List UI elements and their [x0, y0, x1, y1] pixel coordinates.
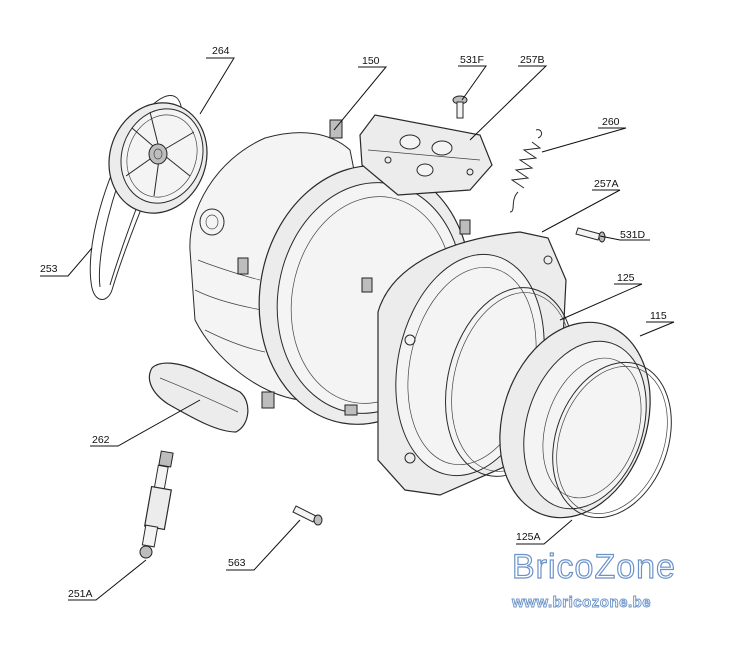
suspension-spring	[509, 129, 543, 213]
website-watermark: www.bricozone.be	[512, 594, 652, 612]
label-563: 563	[228, 557, 246, 569]
pin-563	[292, 505, 323, 526]
label-253: 253	[40, 263, 58, 275]
label-257A: 257A	[594, 178, 619, 190]
leader-lines	[40, 57, 675, 601]
lower-counterweight	[148, 362, 249, 433]
label-531F: 531F	[460, 54, 484, 66]
label-150: 150	[362, 55, 380, 67]
part-labels: 264 150 531F 257B 260 257A 531D 253 125 …	[40, 45, 667, 600]
label-264: 264	[212, 45, 230, 57]
label-125: 125	[617, 272, 635, 284]
top-counterweight	[359, 114, 493, 196]
brand-watermark: BricoZone	[511, 547, 676, 586]
screw-531F	[452, 95, 468, 119]
label-115: 115	[650, 310, 667, 322]
label-257B: 257B	[520, 54, 545, 66]
clamp-ring-125A	[552, 361, 672, 519]
label-260: 260	[602, 116, 620, 128]
door-gasket-115	[499, 321, 651, 519]
label-531D: 531D	[620, 229, 646, 241]
label-125A: 125A	[516, 531, 541, 543]
label-251A: 251A	[68, 588, 93, 600]
drum-pulley	[108, 102, 208, 214]
shock-absorber	[139, 450, 174, 559]
screw-531D	[575, 227, 606, 243]
label-262: 262	[92, 434, 110, 446]
